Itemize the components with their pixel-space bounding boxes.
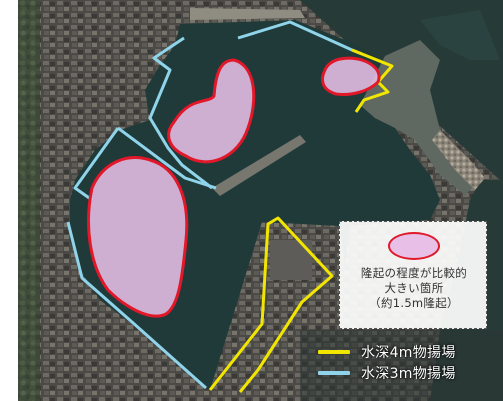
uplift-area-center <box>167 58 256 164</box>
light-blue-line-icon <box>318 370 350 375</box>
yellow-line-icon <box>318 349 350 354</box>
quay-3m-left <box>73 127 120 202</box>
quay-4m-top-right <box>351 48 394 113</box>
uplift-legend-line1: 隆起の程度が比較的 <box>360 266 468 280</box>
legend-row-3m: 水深3m物揚場 <box>318 362 498 383</box>
legend-label-3m: 水深3m物揚場 <box>361 365 456 382</box>
uplift-area-northeast <box>321 56 381 96</box>
quay-3m-bottom <box>66 221 207 390</box>
legend-row-4m: 水深4m物揚場 <box>318 341 498 362</box>
central-pier <box>212 135 306 196</box>
outer-water <box>420 10 500 60</box>
breakwater-rocks <box>432 130 485 190</box>
uplift-area-west <box>87 156 189 318</box>
tree-strip <box>18 0 40 401</box>
legend-backdrop <box>300 330 503 401</box>
quay-4m-lower <box>208 216 334 393</box>
quay-3m-inner <box>148 36 213 190</box>
legend-label-4m: 水深4m物揚場 <box>361 344 456 361</box>
uplift-legend-text: 隆起の程度が比較的 大きい箇所 （約1.5m隆起） <box>340 266 488 311</box>
uplift-legend-icon <box>388 232 440 260</box>
uplift-legend-line2: 大きい箇所 <box>384 281 444 295</box>
quay-3m-upper-left <box>117 126 217 190</box>
uplift-legend: 隆起の程度が比較的 大きい箇所 （約1.5m隆起） <box>339 221 487 329</box>
top-road <box>190 8 305 20</box>
quay-depth-legend: 水深4m物揚場 水深3m物揚場 <box>318 341 498 383</box>
left-margin <box>0 0 18 401</box>
uplift-legend-line3: （約1.5m隆起） <box>369 296 459 310</box>
